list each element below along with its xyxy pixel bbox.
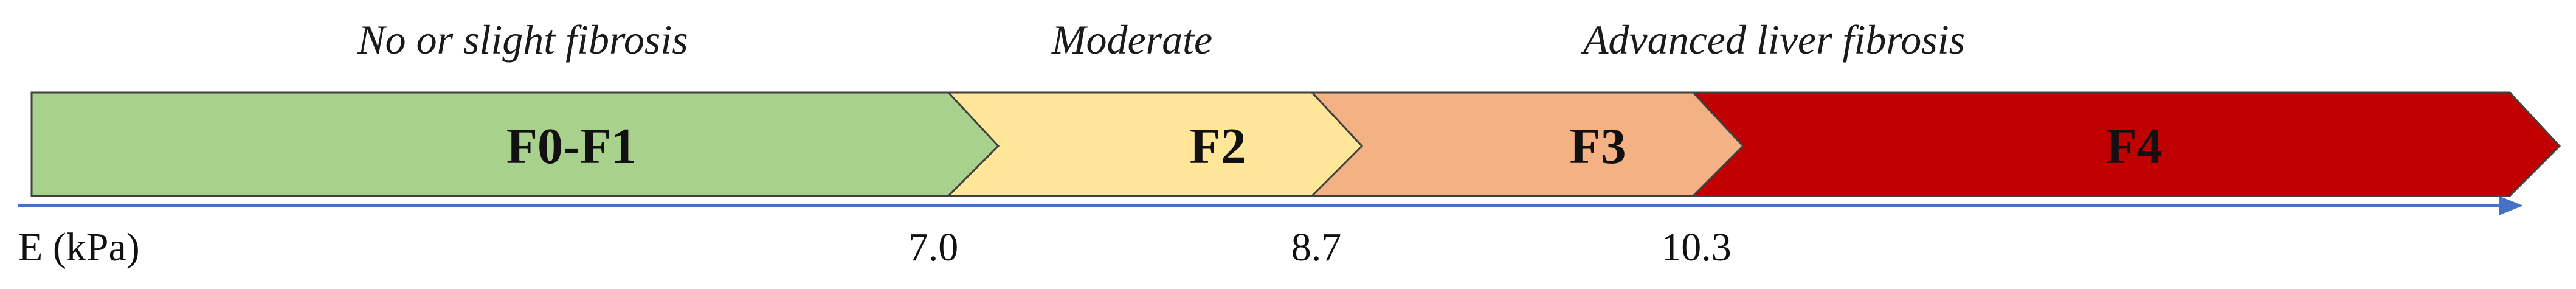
stage-segment-f2 [946, 91, 1364, 197]
stage-label-f2: F2 [1189, 118, 1246, 175]
category-label-moderate: Moderate [1051, 16, 1212, 63]
stage-label-f4: F4 [2105, 118, 2162, 175]
axis-arrowhead-icon [2499, 196, 2523, 215]
axis-tick-7-0: 7.0 [908, 225, 959, 270]
axis-label: E (kPa) [18, 225, 140, 270]
category-label-no-slight: No or slight fibrosis [357, 16, 688, 63]
stage-segment-f4 [1691, 91, 2561, 197]
category-label-advanced: Advanced liver fibrosis [1581, 16, 1965, 63]
axis-tick-10-3: 10.3 [1661, 225, 1732, 270]
stage-label-f3: F3 [1569, 118, 1626, 175]
axis-tick-8-7: 8.7 [1291, 225, 1342, 270]
stage-segment-f3 [1310, 91, 1745, 197]
stage-label-f0-f1: F0-F1 [506, 118, 637, 175]
